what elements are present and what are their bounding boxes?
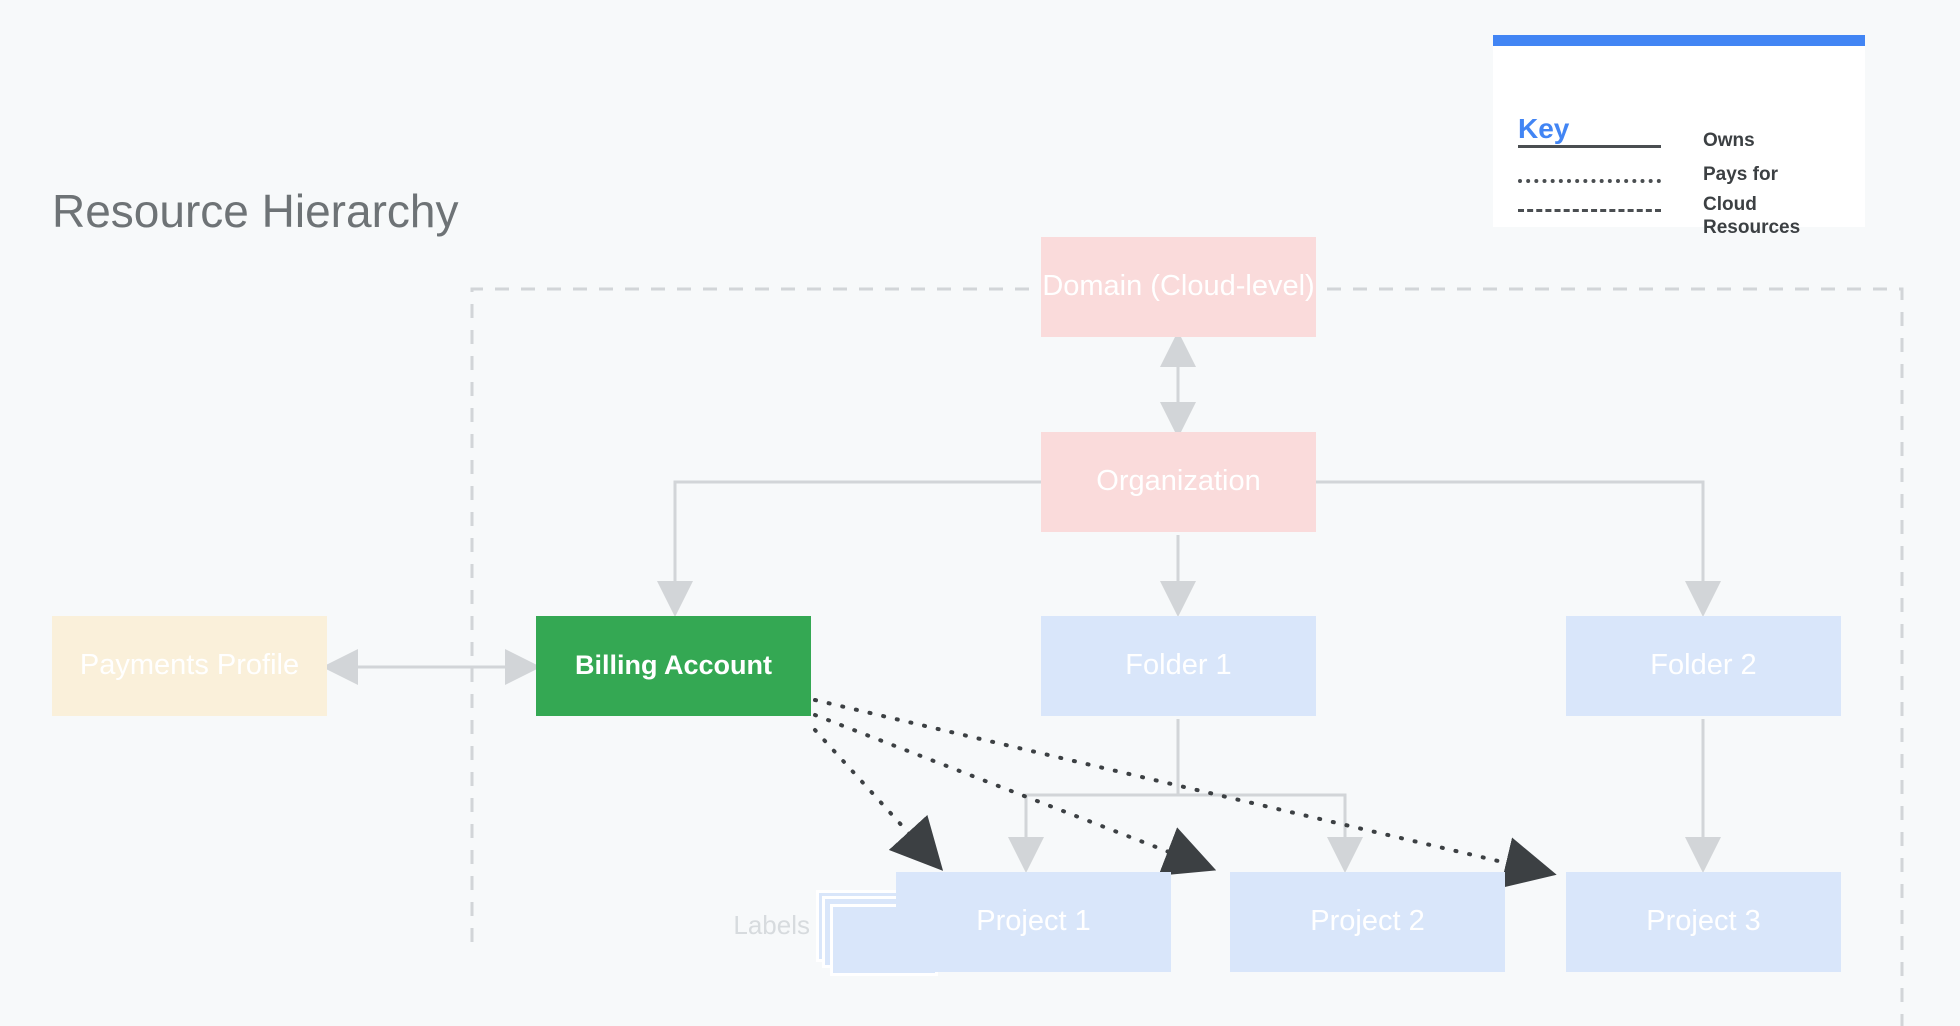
key-heading: Key [1518,113,1570,144]
node-folder-1-label: Folder 1 [1125,649,1232,682]
node-folder-2[interactable]: Folder 2 [1566,616,1841,716]
node-folder-2-label: Folder 2 [1650,649,1757,682]
node-domain[interactable]: Domain (Cloud-level) [1041,237,1316,337]
node-payments-profile-label: Payments Profile [79,649,300,682]
key-legend: Key Owns Pays for Cloud Resources [1493,35,1865,238]
node-organization[interactable]: Organization [1041,432,1316,532]
page-title: Resource Hierarchy [52,185,459,237]
node-billing-account-label: Billing Account [575,650,772,681]
node-project-3-label: Project 3 [1646,905,1761,938]
node-organization-label: Organization [1096,465,1261,498]
key-label-pays-for: Pays for [1703,164,1778,185]
node-folder-1[interactable]: Folder 1 [1041,616,1316,716]
node-project-2-label: Project 2 [1310,905,1425,938]
node-billing-account[interactable]: Billing Account [536,616,811,716]
edge-billing-pays-project3 [813,698,1557,889]
labels-caption: Labels [733,910,810,940]
edge-organization-folder2 [1316,480,1721,617]
edge-billing-pays-project2 [813,713,1217,876]
dashed-line-icon [1518,193,1661,227]
node-domain-label: Domain (Cloud-level) [1042,270,1315,303]
solid-line-icon [1518,129,1661,163]
edge-folder1-project1 [1008,719,1180,873]
node-project-2[interactable]: Project 2 [1230,872,1505,972]
node-project-1-label: Project 1 [976,905,1091,938]
node-payments-profile[interactable]: Payments Profile [52,616,327,716]
edge-billing-pays-project1 [813,728,944,871]
edge-organization-billing [657,480,1041,617]
node-project-1[interactable]: Project 1 [896,872,1171,972]
edge-folder1-project2 [1176,719,1363,873]
key-label-cloud-resources: Cloud Resources [1703,194,1801,239]
key-accent-bar [1493,35,1865,46]
dotted-line-icon [1518,163,1661,197]
key-label-owns: Owns [1703,130,1755,151]
node-project-3[interactable]: Project 3 [1566,872,1841,972]
